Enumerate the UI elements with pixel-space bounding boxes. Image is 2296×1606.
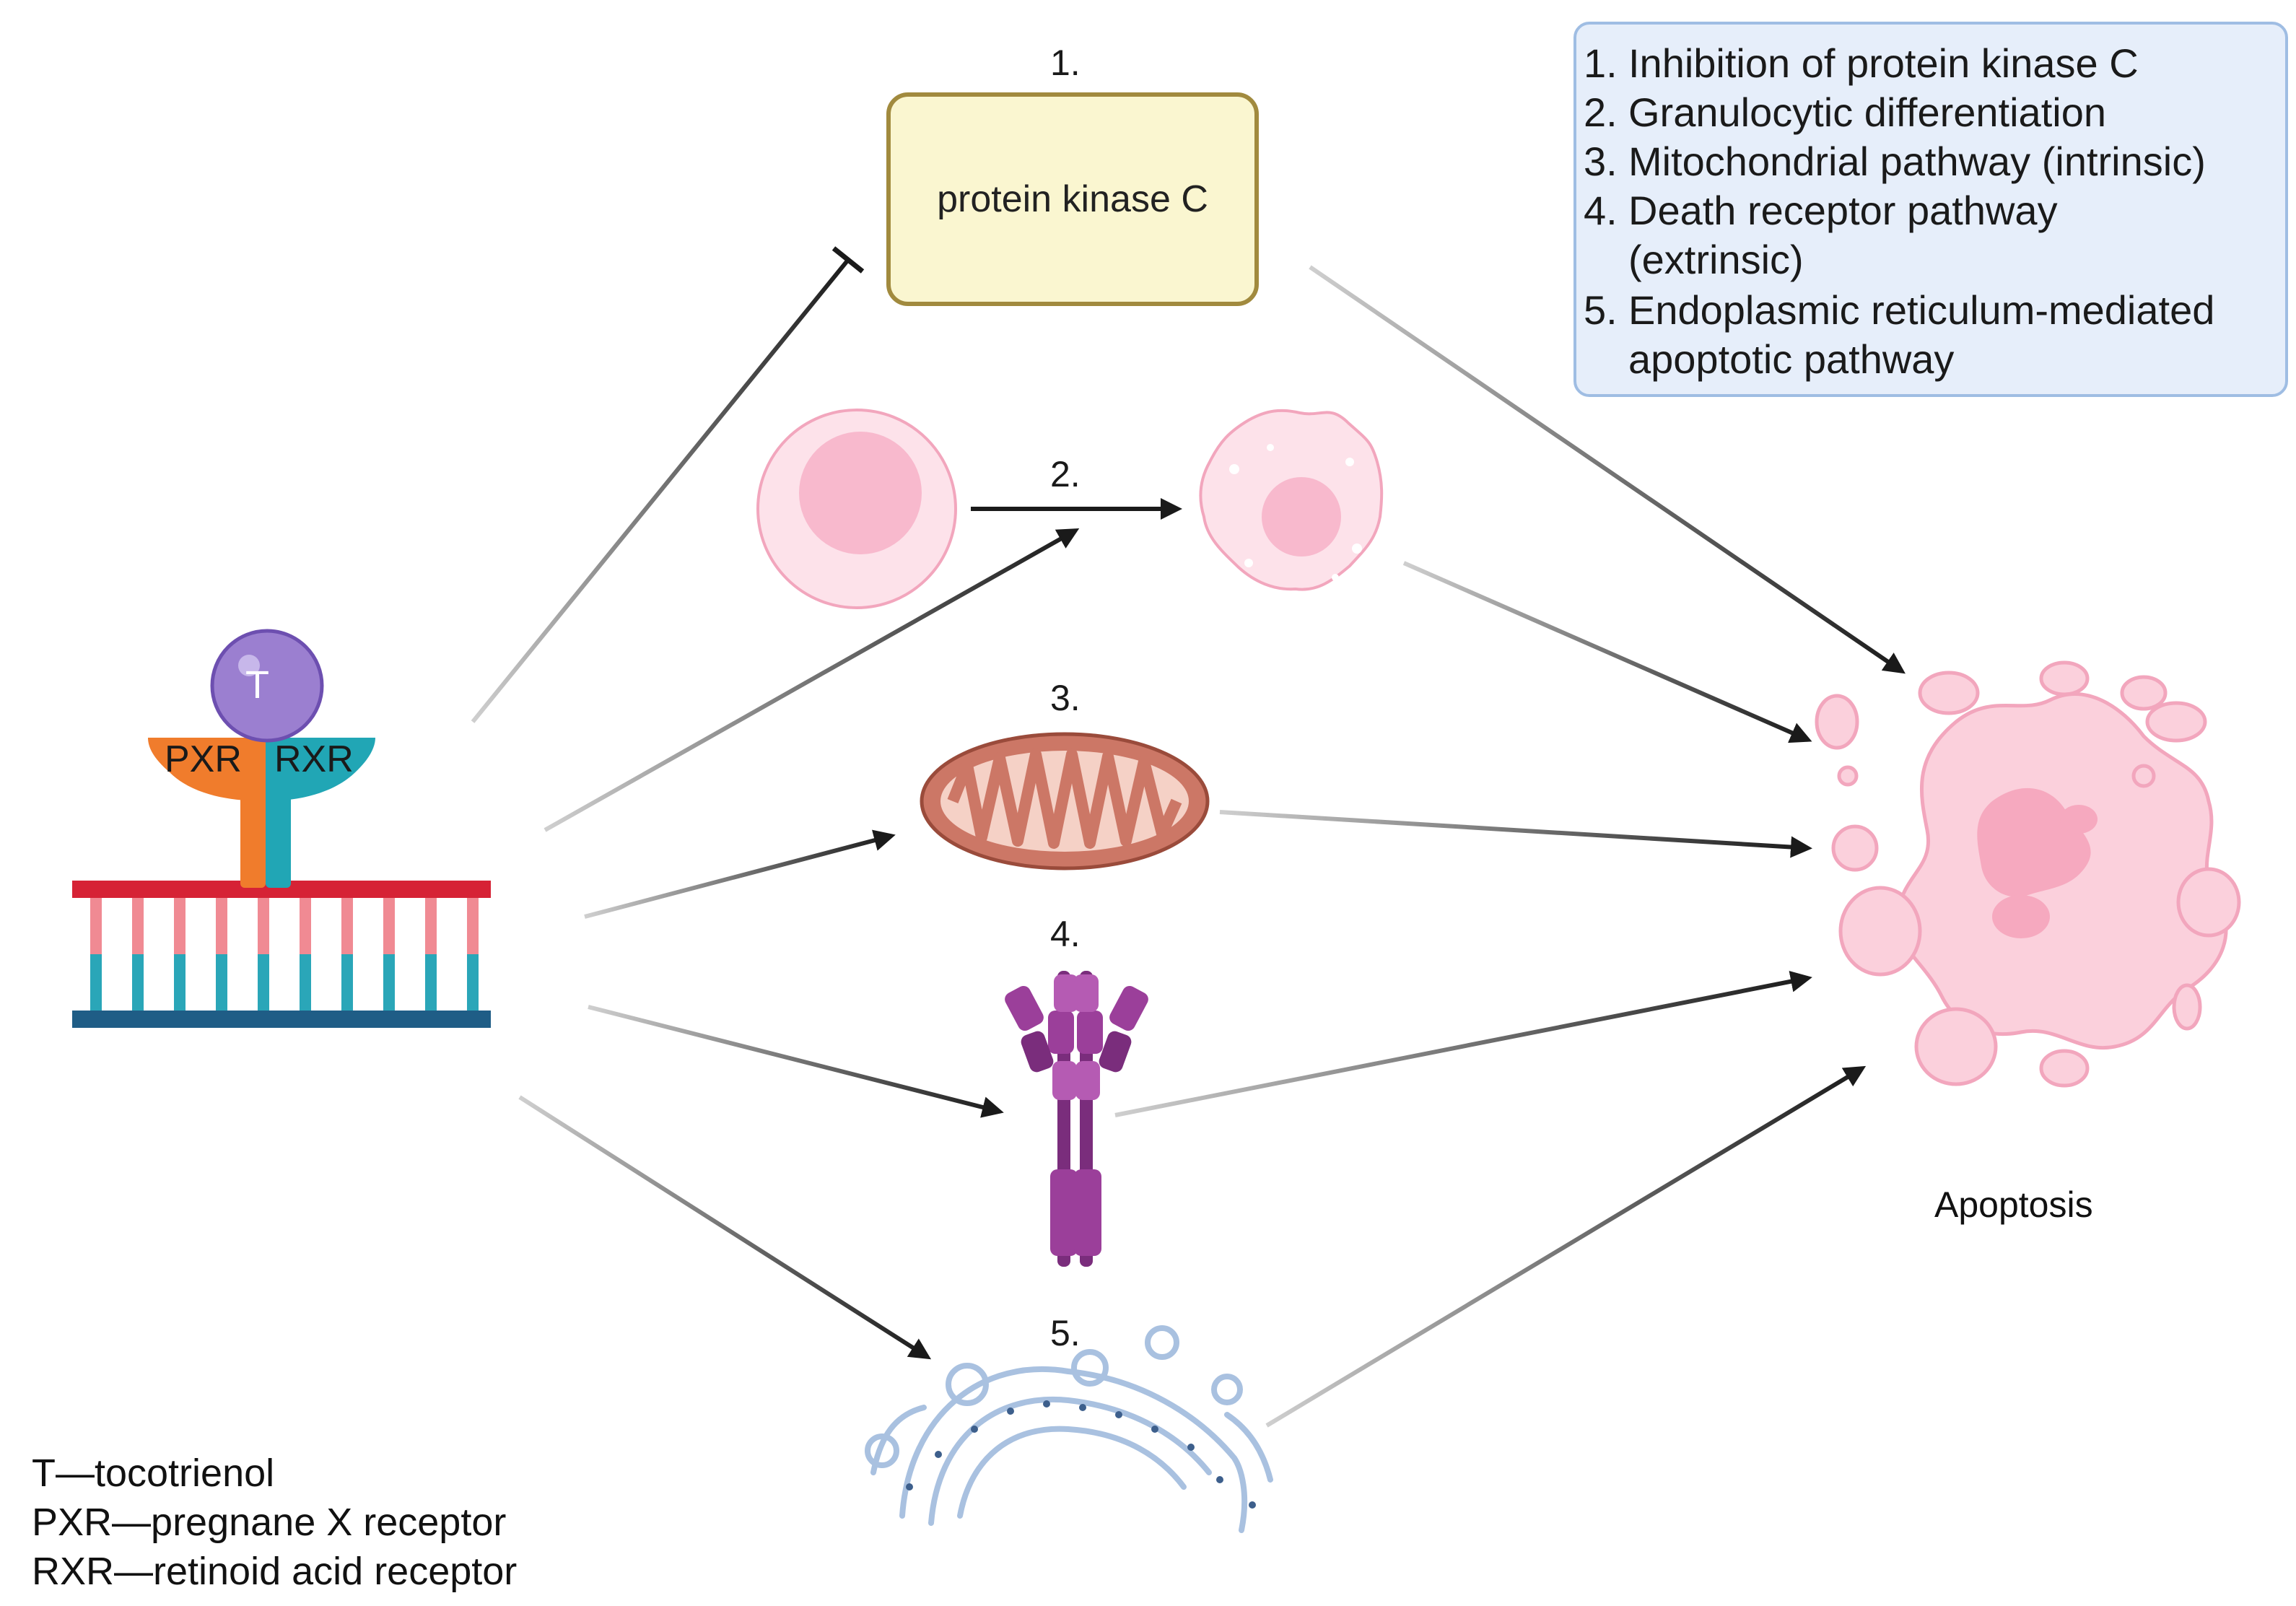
tocotrienol-ligand-icon bbox=[210, 629, 324, 743]
dna-icon bbox=[72, 881, 491, 1028]
pxr-receptor-icon bbox=[148, 738, 266, 888]
legend-text-1: Inhibition of protein kinase C bbox=[1628, 40, 2139, 86]
arrow-to-granulocyte bbox=[544, 528, 1080, 832]
legend-number-3: 3. bbox=[1584, 139, 1618, 184]
abbreviation-t: T—tocotrienol bbox=[32, 1452, 275, 1495]
protein-kinase-c-box: protein kinase C bbox=[886, 92, 1259, 306]
abbreviation-pxr: PXR—pregnane X receptor bbox=[32, 1501, 507, 1544]
arrow-mito-to-apoptosis bbox=[1219, 810, 1812, 858]
rxr-receptor-icon bbox=[266, 738, 375, 888]
step-label-1: 1. bbox=[1050, 43, 1081, 83]
legend-number-4: 4. bbox=[1584, 188, 1618, 233]
arrow-receptor-to-apoptosis bbox=[1114, 970, 1812, 1117]
apoptosis-label: Apoptosis bbox=[1934, 1184, 2093, 1225]
legend-number-2: 2. bbox=[1584, 90, 1618, 135]
legend-item-4: 4.Death receptor pathway (extrinsic) bbox=[1584, 186, 2058, 284]
rxr-label: RXR bbox=[274, 738, 354, 780]
arrow-er-to-apoptosis bbox=[1265, 1065, 1867, 1428]
legend-text-5: Endoplasmic reticulum-mediated apoptotic… bbox=[1628, 287, 2215, 382]
step-label-4: 4. bbox=[1050, 914, 1081, 954]
legend-number-5: 5. bbox=[1584, 287, 1618, 333]
legend-text-2: Granulocytic differentiation bbox=[1628, 90, 2106, 135]
legend-box: 1.Inhibition of protein kinase C 2.Granu… bbox=[1573, 22, 2288, 397]
apoptotic-cell-icon bbox=[1815, 660, 2241, 1088]
legend-item-3: 3.Mitochondrial pathway (intrinsic) bbox=[1584, 137, 2206, 186]
legend-item-5: 5.Endoplasmic reticulum-mediated apoptot… bbox=[1584, 286, 2214, 384]
legend-item-1: 1.Inhibition of protein kinase C bbox=[1584, 39, 2139, 88]
arrow-inhibit-pkc bbox=[471, 246, 865, 723]
pxr-label: PXR bbox=[165, 738, 242, 780]
abbreviation-rxr: RXR—retinoid acid receptor bbox=[32, 1550, 518, 1593]
protein-kinase-c-label: protein kinase C bbox=[937, 178, 1208, 220]
arrow-to-mitochondrion bbox=[584, 829, 896, 919]
endoplasmic-reticulum-icon bbox=[865, 1325, 1273, 1533]
normal-cell-icon bbox=[756, 409, 957, 609]
arrow-to-er bbox=[518, 1095, 932, 1360]
mitochondrion-icon bbox=[920, 732, 1210, 870]
step-label-5: 5. bbox=[1050, 1313, 1081, 1353]
death-receptor-icon bbox=[1005, 971, 1148, 1267]
legend-item-2: 2.Granulocytic differentiation bbox=[1584, 88, 2106, 137]
er-ribosomes bbox=[906, 1400, 1256, 1509]
granulocyte-icon bbox=[1199, 409, 1384, 591]
arrow-granulocyte-to-apoptosis bbox=[1402, 561, 1812, 743]
step-label-2: 2. bbox=[1050, 454, 1081, 494]
arrow-to-death-receptor bbox=[588, 1005, 1004, 1118]
legend-text-3: Mitochondrial pathway (intrinsic) bbox=[1628, 139, 2206, 184]
ligand-label: T bbox=[245, 663, 269, 707]
step-label-3: 3. bbox=[1050, 678, 1081, 718]
legend-number-1: 1. bbox=[1584, 40, 1618, 86]
arrow-pkc-to-apoptosis bbox=[1309, 265, 1906, 674]
legend-text-4: Death receptor pathway (extrinsic) bbox=[1628, 188, 2058, 282]
